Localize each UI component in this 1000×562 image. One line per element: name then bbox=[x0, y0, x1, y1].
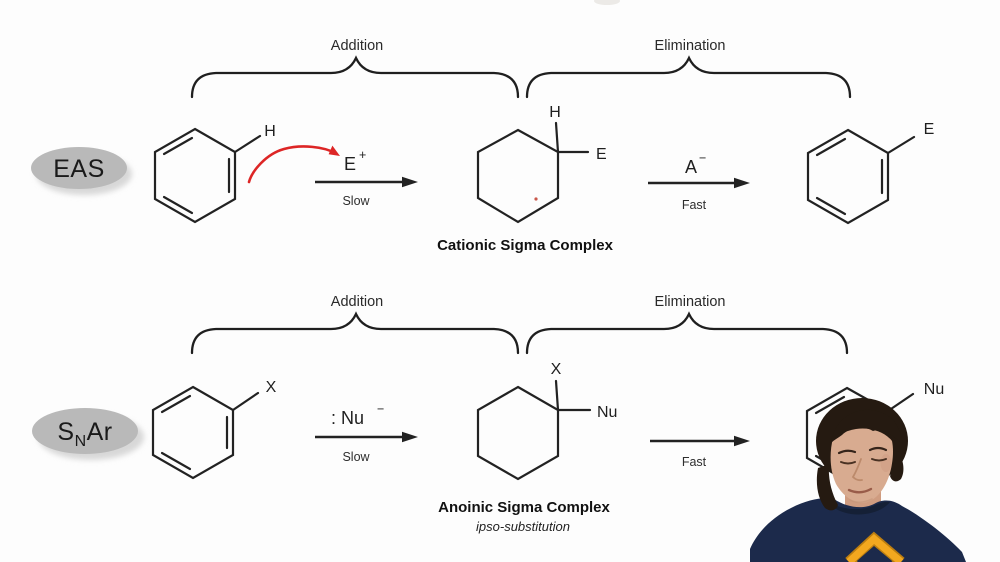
eas-badge bbox=[31, 147, 127, 189]
ring bbox=[151, 385, 235, 480]
ring bbox=[153, 127, 237, 224]
rate-label: Fast bbox=[682, 198, 707, 212]
snar-badge-label: SNAr bbox=[57, 418, 112, 450]
nu-bond bbox=[886, 392, 915, 413]
eas-badge-label: EAS bbox=[53, 155, 105, 183]
closed-eye-right bbox=[871, 458, 887, 462]
curved-arrow-body bbox=[247, 145, 337, 184]
x-atom-label: X bbox=[266, 379, 277, 396]
arrow-head bbox=[734, 177, 750, 189]
addition-label: Addition bbox=[331, 38, 383, 54]
snar-row: Addition Elimination SNAr X : Nu − Slow bbox=[32, 294, 944, 534]
ipso-substitution-label: ipso-substitution bbox=[476, 519, 570, 534]
slow-step-arrow: : Nu − Slow bbox=[315, 402, 418, 464]
elimination-brace bbox=[525, 311, 849, 355]
h-atom-label: H bbox=[549, 104, 561, 121]
badge-pre: S bbox=[57, 418, 74, 446]
benzene-product: E bbox=[806, 121, 935, 225]
electron-push-arrow bbox=[247, 145, 340, 184]
double-bond bbox=[160, 451, 192, 471]
electrophile-charge: + bbox=[359, 148, 366, 162]
benzene-reactant: X bbox=[151, 379, 277, 480]
rate-label: Slow bbox=[342, 450, 370, 464]
anionic-sigma-complex: X Nu Anoinic Sigma Complex ipso-substitu… bbox=[438, 361, 617, 534]
base-label: A bbox=[685, 157, 697, 177]
rate-label: Slow bbox=[342, 194, 370, 208]
rate-label: Fast bbox=[682, 455, 707, 469]
ring bbox=[806, 128, 890, 225]
arrow-head bbox=[402, 431, 418, 443]
h-bond bbox=[233, 134, 262, 154]
eas-row: Addition Elimination EAS H E + Slow bbox=[31, 38, 934, 254]
nucleophile-charge: − bbox=[377, 402, 384, 416]
nucleophile-label: : Nu bbox=[331, 408, 364, 428]
addition-label: Addition bbox=[331, 294, 383, 310]
snar-badge bbox=[32, 408, 138, 454]
chin-shadow bbox=[849, 498, 873, 504]
cropped-title-smudge bbox=[594, 0, 620, 5]
intermediate-caption: Anoinic Sigma Complex bbox=[438, 499, 610, 516]
slow-step-arrow: E + Slow bbox=[315, 148, 418, 208]
curved-arrow-head bbox=[328, 145, 340, 156]
addition-brace bbox=[190, 311, 520, 355]
eyebrow-left bbox=[837, 449, 857, 455]
hair-swoop bbox=[831, 409, 903, 444]
intermediate-caption: Cationic Sigma Complex bbox=[437, 237, 614, 254]
badge-post: Ar bbox=[87, 418, 113, 446]
addition-brace bbox=[190, 55, 520, 99]
x-bond bbox=[231, 391, 260, 412]
mouth bbox=[847, 487, 873, 494]
h-bond bbox=[554, 121, 560, 154]
double-bond bbox=[815, 196, 847, 216]
hair-strand-right bbox=[890, 451, 904, 482]
ring bbox=[476, 128, 560, 224]
nose bbox=[851, 458, 863, 482]
base-charge: − bbox=[699, 151, 706, 165]
fast-step-arrow: A − Fast bbox=[648, 151, 750, 212]
x-atom-label: X bbox=[551, 361, 562, 378]
electrophile-label: E bbox=[344, 154, 356, 174]
shirt-collar bbox=[826, 500, 890, 515]
double-bond bbox=[814, 395, 846, 415]
nu-atom-label: Nu bbox=[924, 381, 944, 398]
double-bond bbox=[162, 136, 194, 156]
shirt-logo-hexagon bbox=[846, 533, 904, 562]
eyebrow-right bbox=[868, 446, 888, 452]
arrow-head bbox=[734, 435, 750, 447]
benzene-reactant: H bbox=[153, 123, 276, 224]
arrow-head bbox=[402, 176, 418, 188]
cheek-shading bbox=[880, 454, 892, 472]
e-atom-label: E bbox=[596, 146, 607, 163]
elimination-label: Elimination bbox=[655, 38, 726, 54]
e-atom-label: E bbox=[924, 121, 935, 138]
double-bond bbox=[160, 394, 192, 414]
nu-atom-label: Nu bbox=[597, 404, 617, 421]
e-bond bbox=[886, 135, 916, 155]
ring bbox=[476, 385, 560, 481]
h-atom-label: H bbox=[264, 123, 276, 140]
presenter-shirt bbox=[750, 498, 966, 562]
shirt-logo-inner-line bbox=[857, 546, 892, 562]
cationic-sigma-complex: H E Cationic Sigma Complex bbox=[437, 104, 614, 254]
double-bond bbox=[815, 137, 847, 157]
double-bond bbox=[162, 195, 194, 215]
x-bond bbox=[554, 379, 560, 412]
elimination-label: Elimination bbox=[655, 294, 726, 310]
hair-strand-left bbox=[816, 464, 838, 511]
badge-sub: N bbox=[75, 433, 87, 450]
cation-dot bbox=[534, 197, 538, 201]
elimination-brace bbox=[525, 55, 852, 99]
closed-eye-left bbox=[840, 461, 856, 465]
fast-step-arrow: Fast bbox=[650, 435, 750, 469]
presenter-webcam bbox=[750, 398, 966, 562]
